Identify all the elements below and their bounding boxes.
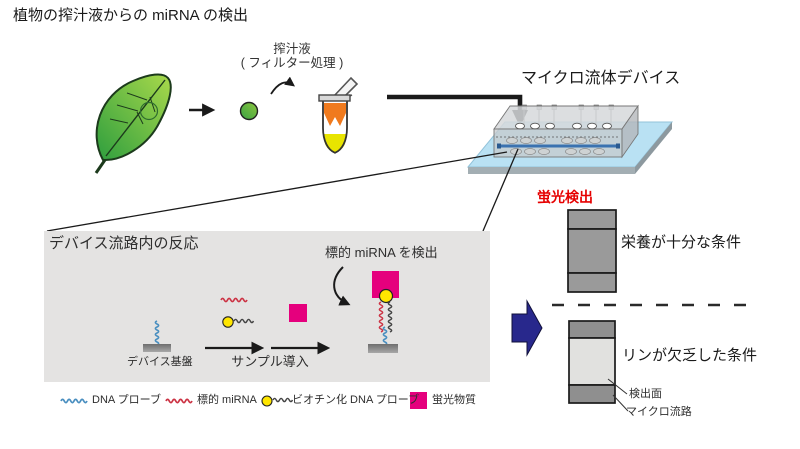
- fluorophore-square: [289, 304, 307, 322]
- sample-intro-label: サンプル導入: [231, 354, 309, 369]
- zoom-cone-line-right: [482, 148, 519, 232]
- microchannel-label: マイクロ流路: [626, 406, 692, 418]
- detection-complex: [368, 271, 399, 353]
- fluorescence-detection-label: 蛍光検出: [537, 189, 593, 205]
- substrate-label: デバイス基盤: [127, 356, 193, 368]
- juice-label: 搾汁液 ( フィルター処理 ): [226, 42, 358, 71]
- legend-biotin-probe-label: ビオチン化 DNA プローブ: [292, 394, 420, 406]
- zoom-cone-line-left: [46, 151, 508, 232]
- result-panel-phosphorus: [568, 320, 616, 404]
- detect-target-label: 標的 miRNA を検出: [325, 245, 438, 260]
- pointer-microchannel: [612, 394, 629, 412]
- phosphorus-condition-label: リンが欠乏した条件: [622, 347, 758, 364]
- juice-label-line1: 搾汁液: [273, 42, 311, 56]
- legend-target-mirna-icon: [165, 398, 193, 404]
- juice-label-line2: ( フィルター処理 ): [240, 56, 344, 71]
- arrow-drop-to-tube: [270, 76, 296, 95]
- microcentrifuge-tube: [318, 76, 359, 154]
- stage1-probe-on-substrate: [143, 320, 171, 352]
- device-label: マイクロ流体デバイス: [521, 70, 681, 87]
- reaction-box-background: [44, 231, 490, 382]
- device-ports: [515, 122, 612, 130]
- legend-dna-probe-icon: [60, 398, 88, 404]
- result-panel-nutrient: [567, 209, 617, 293]
- reaction-box-title: デバイス流路内の反応: [49, 235, 199, 252]
- arrow-detect-pointer: [333, 266, 351, 306]
- legend-fluorophore-label: 蛍光物質: [432, 394, 476, 406]
- juice-drop: [239, 101, 259, 121]
- legend-target-mirna-label: 標的 miRNA: [197, 394, 257, 406]
- microfluidic-device: [466, 104, 674, 174]
- nutrient-condition-label: 栄養が十分な条件: [621, 234, 742, 251]
- legend-dna-probe-label: DNA プローブ: [92, 394, 162, 406]
- device-chambers: [506, 137, 605, 155]
- figure-title: 植物の搾汁液からの miRNA の検出: [13, 7, 249, 24]
- pointer-detection-surface: [607, 378, 628, 395]
- legend-fluorophore-icon: [410, 392, 427, 409]
- detection-surface-label: 検出面: [629, 388, 662, 400]
- sampling-spot-circle: [139, 101, 159, 121]
- biotin-probe-molecule: [222, 316, 255, 328]
- legend-biotin-probe-icon: [261, 395, 294, 407]
- leaf-illustration: [94, 73, 172, 174]
- result-block-arrow: [511, 299, 543, 357]
